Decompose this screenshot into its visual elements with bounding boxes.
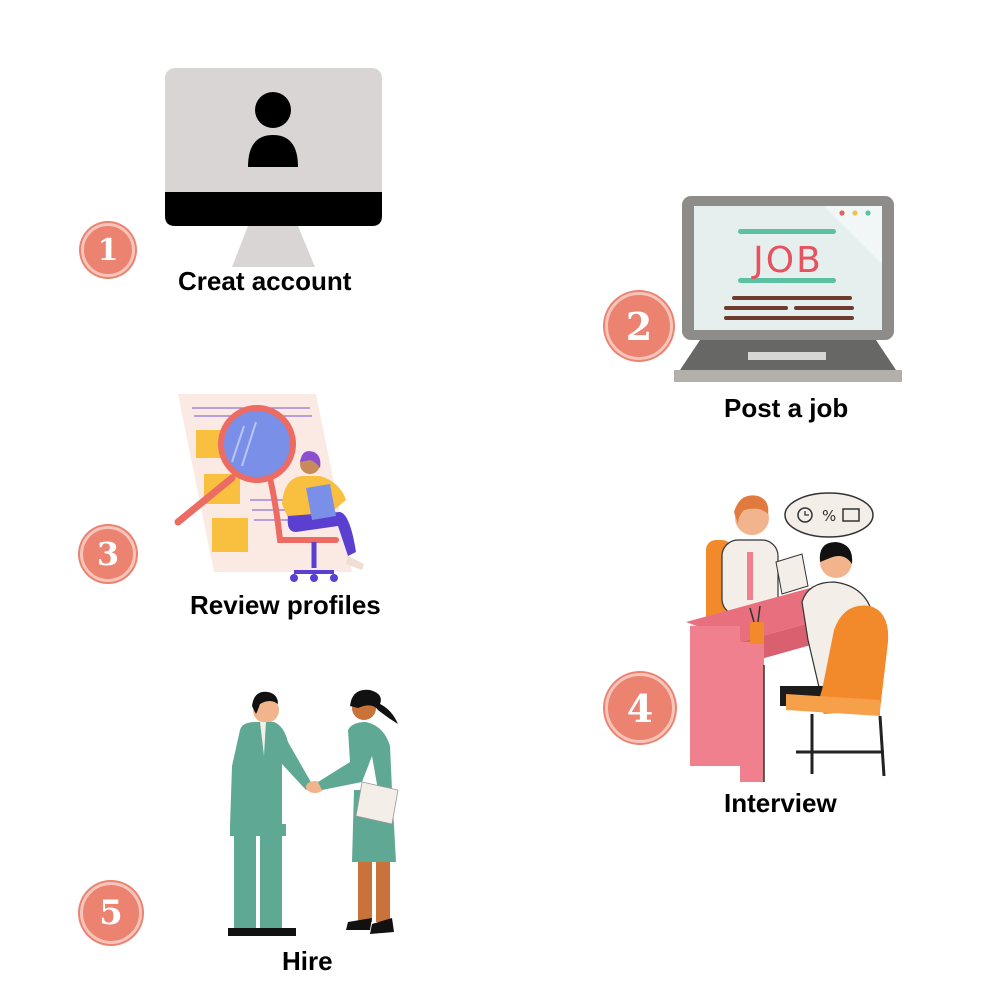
step-label: Post a job bbox=[724, 393, 849, 423]
step-number-badge: 3 bbox=[80, 526, 136, 582]
handshake-illustration bbox=[228, 689, 399, 936]
step-number-badge: 1 bbox=[81, 223, 135, 277]
monitor-user-icon bbox=[165, 68, 382, 267]
interview-illustration: % bbox=[686, 492, 889, 782]
step-number-badge: 2 bbox=[605, 292, 673, 360]
step-label: Hire bbox=[282, 946, 333, 976]
step-label: Creat account bbox=[178, 266, 352, 296]
step-number-badge: 5 bbox=[80, 882, 142, 944]
step-label: Interview bbox=[724, 788, 837, 818]
step-label: Review profiles bbox=[190, 590, 381, 620]
laptop-job-icon: JOB bbox=[674, 196, 902, 382]
svg-text:%: % bbox=[822, 507, 836, 525]
review-profiles-illustration bbox=[174, 394, 364, 582]
job-screen-text: JOB bbox=[751, 240, 823, 281]
step-number-badge: 4 bbox=[605, 673, 675, 743]
